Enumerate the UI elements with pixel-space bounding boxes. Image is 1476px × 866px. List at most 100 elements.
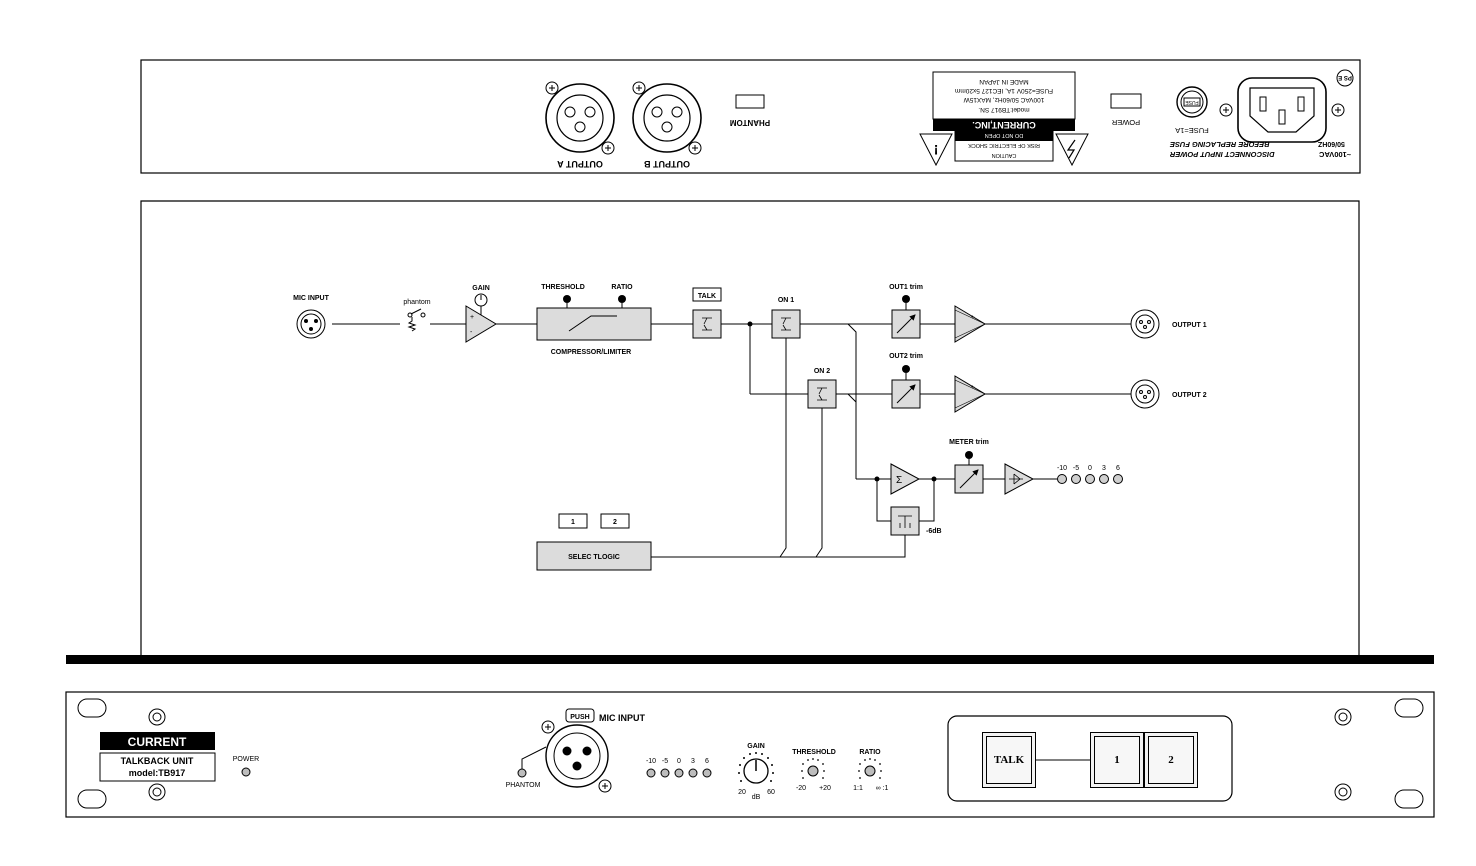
minus6db-block [890, 506, 920, 536]
out1-amp-plus-icon: + [971, 315, 975, 321]
gain-min-label: 20 [738, 789, 746, 796]
front-meter-tick: 3 [691, 758, 695, 765]
diagram-talk-button [692, 287, 722, 302]
fuse-holder[interactable] [1176, 86, 1208, 118]
model-plate [99, 752, 216, 782]
output2-label: OUTPUT 2 [1172, 392, 1207, 399]
gain-unit-label: dB [752, 794, 761, 801]
front-meter-leds [646, 768, 712, 778]
model-label: model:TB917 [129, 768, 186, 778]
output-b-connector[interactable] [632, 81, 702, 155]
talk-button[interactable]: TALK [982, 732, 1036, 788]
rear-power-label: POWER [1111, 118, 1140, 127]
minus6db-label: -6dB [926, 528, 942, 535]
compressor-curve-icon [568, 315, 617, 332]
warning-line2: BEFORE REPLACING FUSE [1169, 140, 1270, 149]
out2-amp-plus-icon: + [971, 385, 975, 391]
threshold-knob[interactable] [801, 758, 825, 779]
rack-slot [1394, 698, 1424, 718]
rear-phantom-label: PHANTOM [730, 118, 771, 127]
fuse-cap-label: FUSE [1185, 99, 1199, 105]
diagram-threshold-label: THRESHOLD [541, 284, 585, 291]
front-phantom-label: PHANTOM [506, 782, 541, 789]
ratio-knob[interactable] [858, 758, 882, 779]
power-led [241, 767, 251, 777]
compressor-block [536, 307, 652, 341]
model-line-label: model:TB917 SN. [978, 106, 1029, 113]
on1-label: ON 1 [778, 297, 794, 304]
compressor-label: COMPRESSOR/LIMITER [551, 349, 632, 356]
diagram-meter-tick: 6 [1116, 465, 1120, 472]
on2-label: ON 2 [814, 368, 830, 375]
push-latch[interactable] [565, 708, 595, 723]
diagram-talk-label: TALK [698, 293, 716, 300]
amp-plus-icon: + [470, 314, 474, 321]
warning-line1: DISCONNECT INPUT POWER [1169, 150, 1274, 159]
diagram-meter-leds [1057, 474, 1123, 484]
made-in-label: MADE IN JAPAN [979, 78, 1029, 85]
front-mic-input-jack[interactable] [541, 720, 612, 793]
out1-trim-label: OUT1 trim [889, 284, 923, 291]
warning-label: MADE IN JAPAN FUSE=250V 1A, IEC127 5x20m… [919, 71, 1089, 167]
front-meter-tick: 0 [677, 758, 681, 765]
gain-max-label: 60 [767, 789, 775, 796]
threshold-pot [563, 295, 571, 303]
front-meter-tick: -10 [646, 758, 656, 765]
amp-minus-icon: - [470, 329, 473, 336]
power-inlet[interactable] [1219, 77, 1345, 143]
sum-amp-triangle [890, 463, 921, 495]
ps-e-icon [1336, 69, 1354, 87]
gain-knob[interactable] [738, 752, 774, 784]
rear-power-switch[interactable] [1110, 93, 1142, 109]
spec2-label: FUSE=250V 1A, IEC127 5x20mm [955, 87, 1053, 94]
rear-brand-label: CURRENT,INC. [972, 120, 1036, 130]
meter-trim-label: METER trim [949, 439, 989, 446]
diagram-output2-jack [1130, 379, 1160, 409]
diagram-select-button-2 [600, 513, 630, 529]
out1-amp-triangle [954, 305, 986, 343]
unit-name-label: TALKBACK UNIT [121, 756, 194, 766]
screw-icon [148, 783, 166, 801]
out2-amp-triangle [954, 375, 986, 413]
exclamation-glyph-icon: ! [934, 142, 939, 158]
section-divider [66, 655, 1434, 664]
screw-icon [1334, 783, 1352, 801]
front-mic-input-label: MIC INPUT [599, 713, 646, 723]
diagram-meter-tick: 0 [1088, 465, 1092, 472]
front-meter-tick: -5 [662, 758, 668, 765]
diagram-btn2-label: 2 [613, 519, 617, 526]
junction-dot [747, 321, 753, 327]
exclamation-triangle-icon [919, 133, 953, 167]
output-a-label: OUTPUT A [557, 159, 603, 169]
caution-label: CAUTION [992, 152, 1017, 158]
thr-min-label: -20 [796, 785, 806, 792]
select-1-button[interactable]: 1 [1090, 732, 1144, 788]
front-meter-tick: 6 [705, 758, 709, 765]
out2-trim-pot [902, 365, 910, 373]
push-label: PUSH [570, 714, 589, 721]
front-threshold-label: THRESHOLD [792, 749, 836, 756]
rear-phantom-switch[interactable] [735, 94, 765, 109]
select-2-button[interactable]: 2 [1144, 732, 1198, 788]
ratio-pot [618, 295, 626, 303]
donot-label: DO NOT OPEN [985, 132, 1023, 138]
select-logic-label: SELEC TLOGIC [568, 554, 620, 561]
front-panel: CURRENT TALKBACK UNIT model:TB917 POWER … [65, 691, 1435, 818]
screw-icon [148, 708, 166, 726]
diagram-meter-tick: -5 [1073, 465, 1079, 472]
phantom-switch-symbol [407, 308, 426, 332]
front-power-label: POWER [233, 756, 259, 763]
ratio-max-label: ∞ :1 [876, 785, 889, 792]
front-gain-label: GAIN [747, 743, 765, 750]
select-logic-block [536, 541, 652, 571]
phantom-led [517, 768, 527, 778]
diagram-select-button-1 [558, 513, 588, 529]
signal-wires [332, 323, 1131, 558]
rack-slot [77, 698, 107, 718]
rack-slot [1394, 789, 1424, 809]
output-a-connector[interactable] [545, 81, 615, 155]
on1-switch-block [771, 309, 801, 339]
screw-icon [1334, 708, 1352, 726]
ratio-min-label: 1:1 [853, 785, 863, 792]
